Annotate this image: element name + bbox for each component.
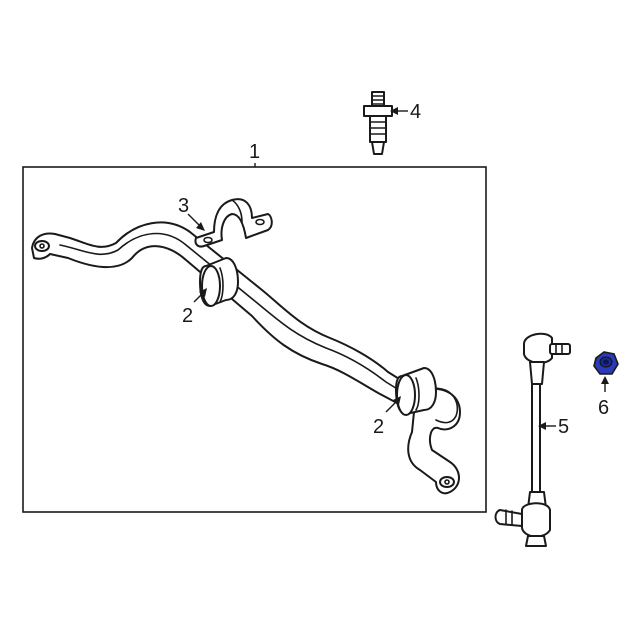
callout-1: 1 [249, 141, 260, 163]
stabilizer-link [494, 332, 571, 547]
callout-2b: 2 [373, 416, 384, 438]
callout-4-arrow [390, 107, 398, 115]
callout-2a: 2 [182, 305, 193, 327]
callout-6: 6 [598, 397, 609, 419]
callout-2a-arrow [199, 288, 207, 297]
callout-4: 4 [410, 101, 421, 123]
bushing-left [199, 257, 239, 307]
callout-5-arrow [538, 422, 546, 430]
callout-3-arrow [196, 222, 205, 231]
callout-2b-arrow [393, 396, 401, 405]
callout-3: 3 [178, 195, 189, 217]
bolt [363, 91, 393, 155]
callout-5: 5 [558, 416, 569, 438]
nut [593, 351, 619, 375]
stabilizer-bar [31, 221, 461, 495]
bushing-bracket [194, 198, 273, 248]
callout-6-arrow [601, 376, 609, 384]
bushing-right [395, 367, 437, 416]
